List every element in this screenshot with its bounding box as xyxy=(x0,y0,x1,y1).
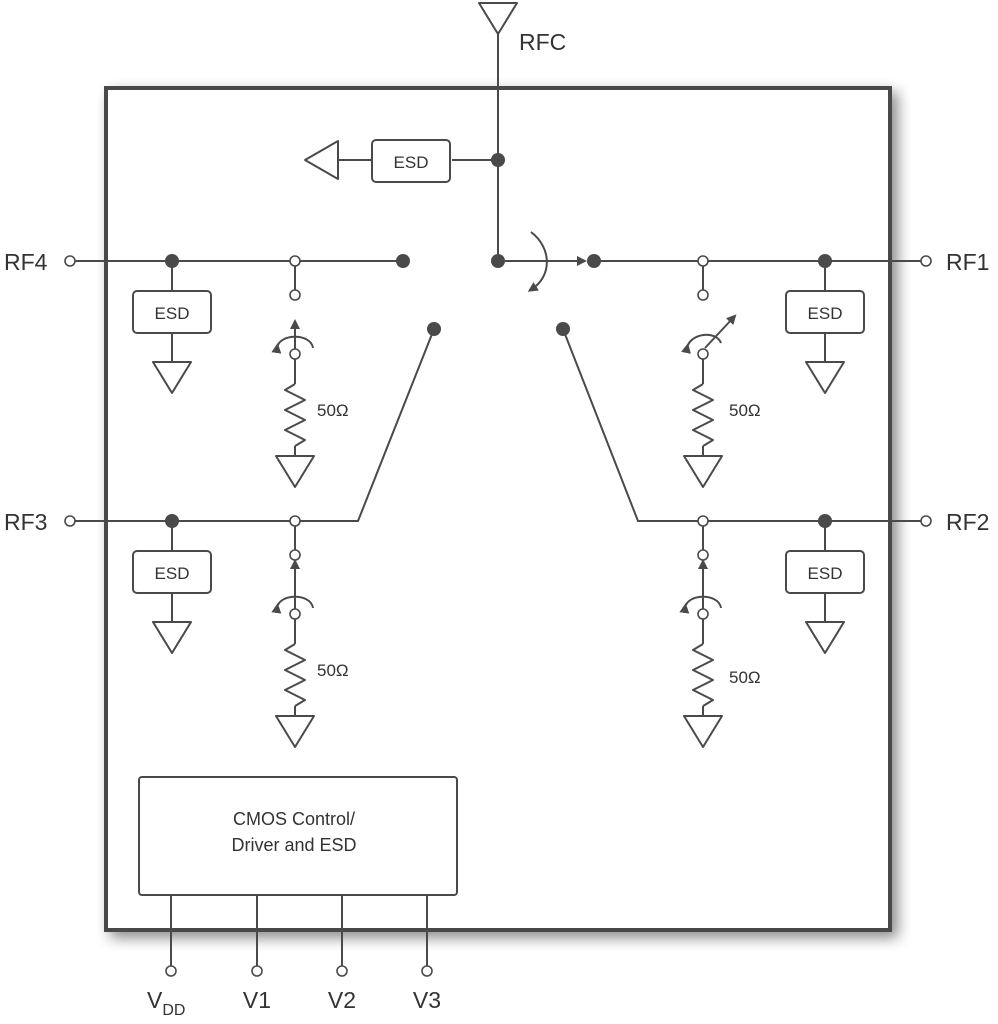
esd-label-rfc: ESD xyxy=(394,153,429,172)
rf2-label: RF2 xyxy=(946,509,989,535)
v1-pin xyxy=(251,965,263,977)
vdd-label: VDD xyxy=(147,987,185,1019)
v3-pin xyxy=(421,965,433,977)
ground-icon-rfc xyxy=(304,140,339,180)
rf1-shunt-rotation-icon xyxy=(681,333,722,354)
vdd-subscript: DD xyxy=(162,1002,185,1019)
resistor-icon-rf1 xyxy=(692,383,714,447)
ground-icon-rf4-term xyxy=(275,455,315,488)
termination-label-rf3: 50Ω xyxy=(317,661,349,680)
cmos-control-line2: Driver and ESD xyxy=(231,835,356,855)
rfc-label: RFC xyxy=(519,29,566,55)
switch-pole-dot xyxy=(491,254,505,268)
rf4-shunt-rotation-icon xyxy=(271,335,314,354)
rf2-shunt-rotation-icon xyxy=(679,595,722,614)
termination-label-rf2: 50Ω xyxy=(729,668,761,687)
resistor-icon-rf4 xyxy=(284,383,306,447)
rf1-pin xyxy=(920,255,932,267)
v3-label: V3 xyxy=(413,987,441,1013)
ground-icon-rf2 xyxy=(805,621,845,654)
v1-label: V1 xyxy=(243,987,271,1013)
rf3-pin xyxy=(64,515,76,527)
ground-icon-rf1-term xyxy=(683,455,723,488)
rf1-label: RF1 xyxy=(946,249,989,275)
rf4-label: RF4 xyxy=(4,249,48,275)
esd-label-rf2: ESD xyxy=(808,564,843,583)
ground-icon-rf1 xyxy=(805,361,845,394)
termination-label-rf1: 50Ω xyxy=(729,401,761,420)
rf4-pin xyxy=(64,255,76,267)
resistor-icon-rf2 xyxy=(692,643,714,707)
resistor-icon-rf3 xyxy=(284,643,306,707)
ground-icon-rf3 xyxy=(152,621,192,654)
ground-icon-rf3-term xyxy=(275,715,315,748)
rotation-arrow-icon xyxy=(527,231,548,292)
v2-label: V2 xyxy=(328,987,356,1013)
rf2-pin xyxy=(920,515,932,527)
termination-label-rf4: 50Ω xyxy=(317,401,349,420)
vdd-pin xyxy=(165,965,177,977)
v2-pin xyxy=(336,965,348,977)
esd-label-rf4: ESD xyxy=(155,304,190,323)
rf3-shunt-rotation-icon xyxy=(271,595,314,614)
esd-label-rf1: ESD xyxy=(808,304,843,323)
cmos-control-block xyxy=(138,776,458,896)
cmos-control-line1: CMOS Control/ xyxy=(233,809,355,829)
ground-icon-rf2-term xyxy=(683,715,723,748)
rfc-antenna-icon xyxy=(478,2,518,35)
ground-icon-rf4 xyxy=(152,361,192,394)
esd-label-rf3: ESD xyxy=(155,564,190,583)
rf3-label: RF3 xyxy=(4,509,47,535)
